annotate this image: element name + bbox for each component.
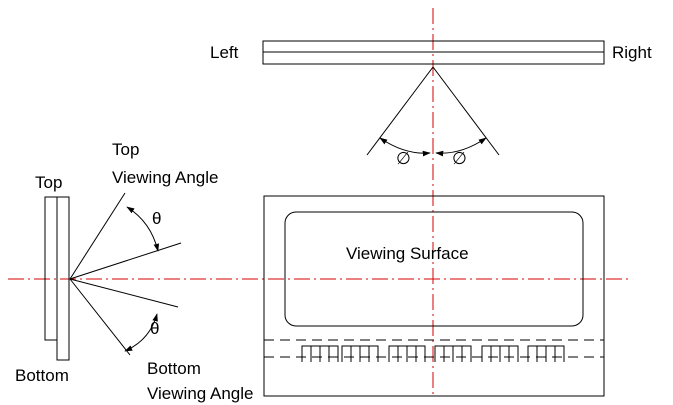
pin-connector: [388, 345, 399, 362]
phi-symbol-left: ∅: [396, 149, 411, 168]
pin-connector: [301, 345, 312, 362]
pin-connector: [350, 345, 361, 362]
top-viewing-angle-label-line2: Viewing Angle: [112, 168, 219, 187]
top-normal-line: [69, 242, 182, 280]
phi-symbol-right: ∅: [452, 149, 467, 168]
pin-connector: [443, 345, 454, 362]
bottom-label: Bottom: [15, 366, 69, 385]
left-angle-arc: [379, 137, 431, 157]
pin-connector: [328, 345, 339, 362]
lcd-module-front-view: [263, 195, 605, 397]
pin-connector: [452, 345, 463, 362]
left-label: Left: [210, 43, 239, 62]
pin-connector: [545, 345, 556, 362]
top-viewing-ray: [69, 192, 126, 280]
bottom-viewing-angle-label-line2: Viewing Angle: [147, 384, 254, 403]
left-viewing-ray: [366, 66, 434, 156]
pin-connector: [397, 345, 408, 362]
top-label: Top: [35, 173, 62, 192]
pin-connector: [499, 345, 510, 362]
pin-connector: [508, 345, 519, 362]
bottom-normal-line: [69, 278, 179, 308]
pin-connector: [481, 345, 492, 362]
pin-connector: [319, 345, 330, 362]
pin-connector: [490, 345, 501, 362]
pin-connector: [368, 345, 379, 362]
bottom-viewing-ray: [69, 278, 131, 356]
top-view-panel: [262, 40, 605, 157]
pin-connector: [461, 345, 472, 362]
bottom-viewing-angle-label-line1: Bottom: [147, 359, 201, 378]
pin-connector: [527, 345, 538, 362]
viewing-surface-label: Viewing Surface: [346, 244, 469, 263]
side-panel-front-plate: [44, 196, 58, 341]
top-viewing-angle-label-line1: Top: [112, 140, 139, 159]
pin-connector: [341, 345, 352, 362]
right-viewing-ray: [432, 66, 500, 156]
pin-connector: [536, 345, 547, 362]
bottom-angle-arc: [124, 313, 158, 352]
viewing-surface-area: [284, 211, 584, 327]
lcd-module-outline: [263, 195, 605, 397]
pin-connector: [434, 345, 445, 362]
pin-connector: [415, 345, 426, 362]
side-panel-back-plate: [56, 196, 70, 361]
top-angle-arc: [126, 206, 160, 252]
pin-connector: [406, 345, 417, 362]
pin-connectors: [301, 345, 565, 362]
right-angle-arc: [435, 137, 487, 157]
side-view-panel: [44, 192, 182, 361]
pin-connector: [310, 345, 321, 362]
right-label: Right: [612, 43, 652, 62]
theta-symbol-bottom: θ: [150, 319, 159, 338]
pin-connector: [359, 345, 370, 362]
theta-symbol-top: θ: [152, 209, 161, 228]
pin-connector: [554, 345, 565, 362]
